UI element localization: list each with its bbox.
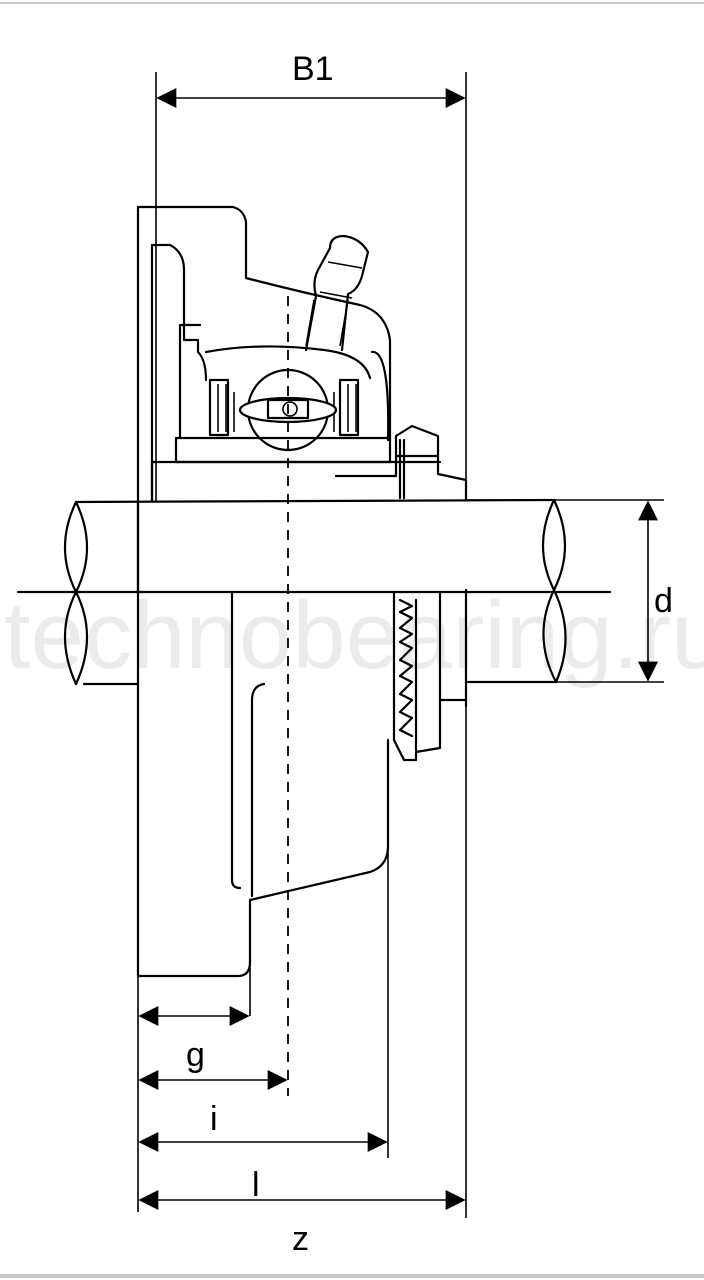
locking-collar-top	[334, 424, 468, 502]
label-l: l	[252, 1166, 260, 1204]
locking-collar-bottom	[392, 590, 442, 762]
housing-upper-section	[136, 205, 468, 502]
housing-lower-section	[136, 500, 468, 978]
label-i: i	[210, 1100, 218, 1138]
label-z: z	[292, 1220, 309, 1258]
inner-race-left	[208, 378, 230, 437]
label-g: g	[186, 1036, 205, 1074]
watermark-text: technobearing.ru	[4, 582, 704, 689]
label-b1: B1	[292, 50, 334, 88]
grease-nipple	[304, 234, 370, 352]
label-d: d	[654, 582, 673, 620]
extension-lines	[137, 72, 664, 1218]
inner-race-right	[338, 378, 360, 437]
